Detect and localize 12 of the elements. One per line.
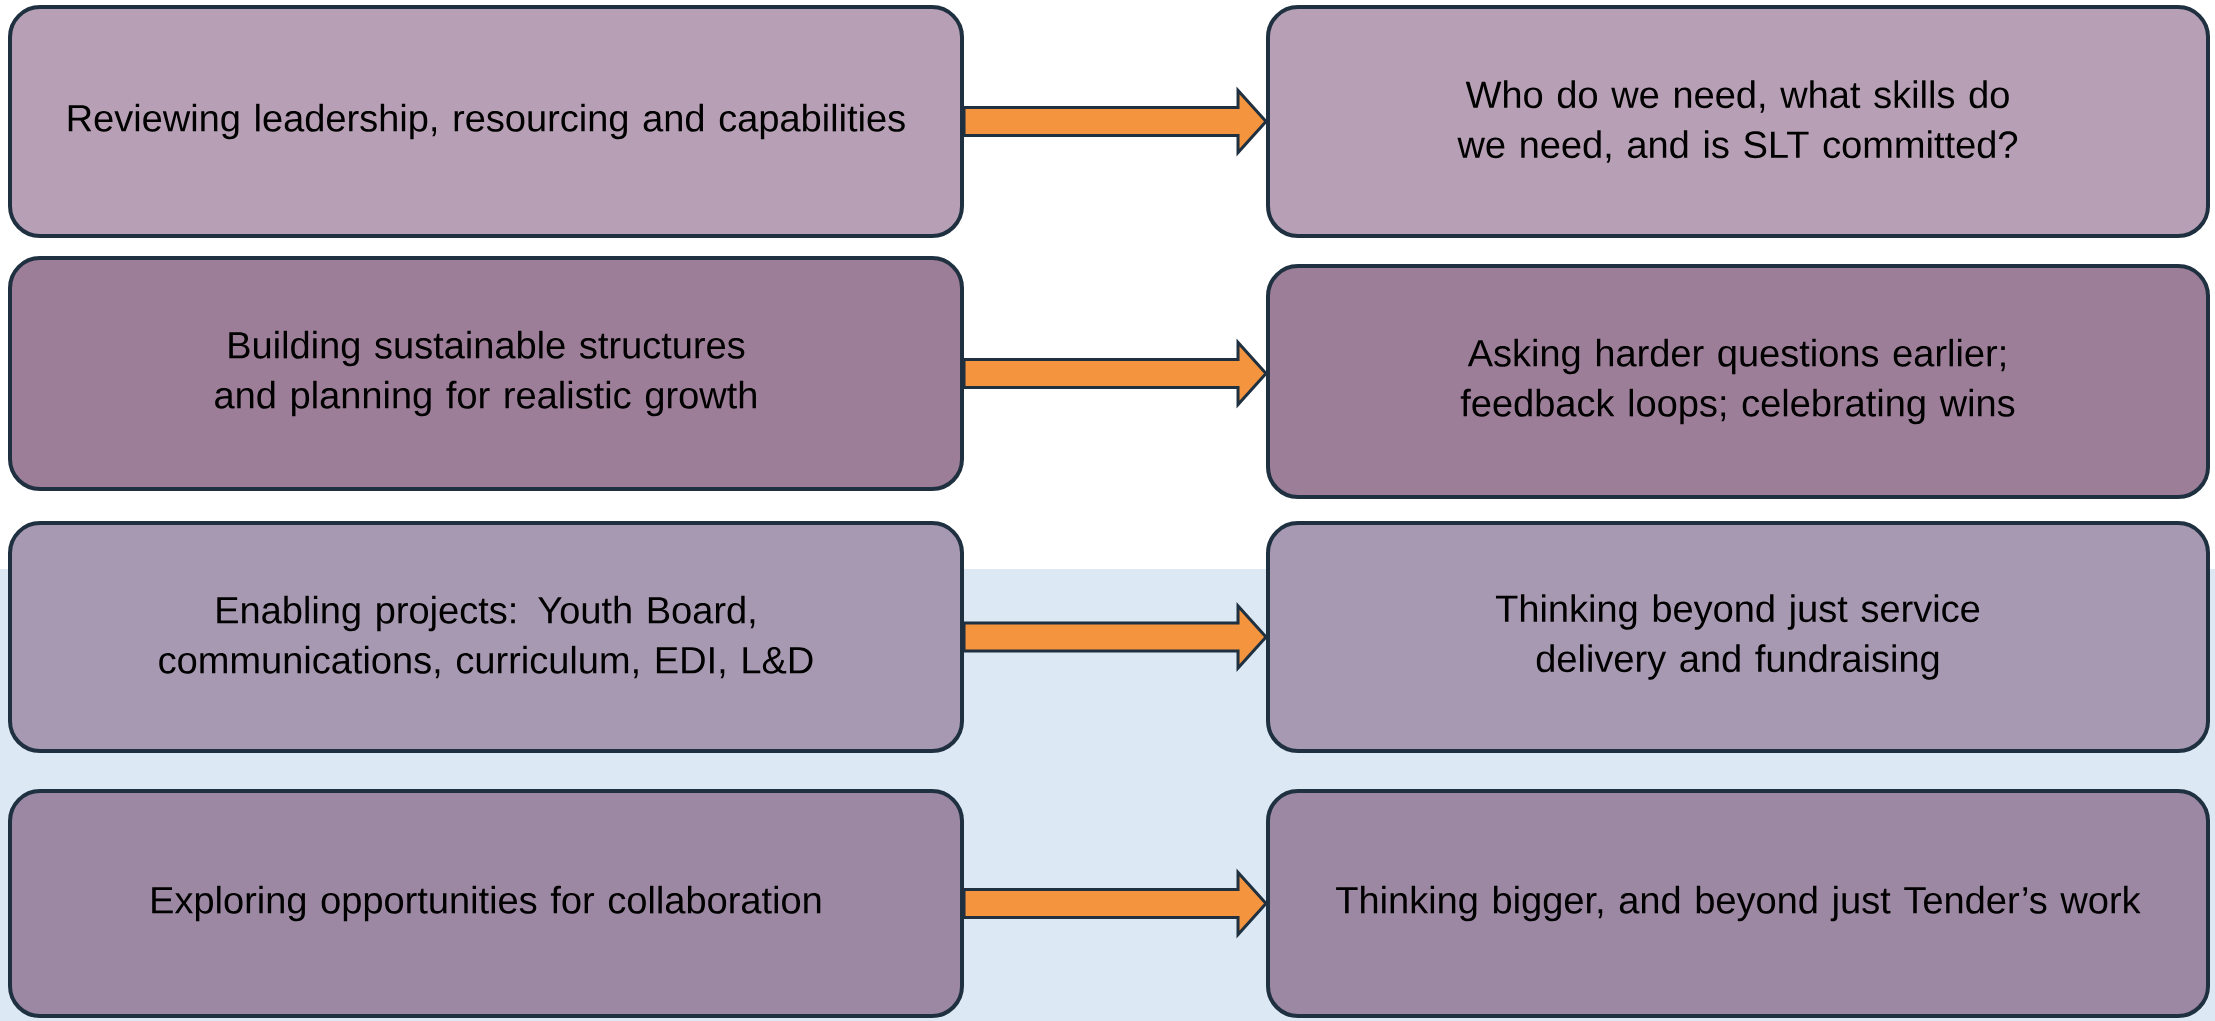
block-arrow [962, 868, 1269, 939]
process-box: Who do we need, what skills do we need, and is SLT committed? [1266, 5, 2211, 238]
process-box: Reviewing leadership, resourcing and capabilities [8, 5, 964, 238]
process-box: Asking harder questions earlier; feedback loops; celebrating wins [1266, 264, 2211, 499]
block-arrow [962, 338, 1269, 409]
process-box: Thinking bigger, and beyond just Tender’s work [1266, 789, 2211, 1018]
process-box: Enabling projects: Youth Board, communications, curriculum, EDI, L&D [8, 521, 964, 753]
process-box: Thinking beyond just service delivery and fundraising [1266, 521, 2211, 753]
process-box: Building sustainable structures and planning for realistic growth [8, 256, 964, 491]
block-arrow [962, 602, 1269, 672]
process-box: Exploring opportunities for collaboration [8, 789, 964, 1018]
block-arrow [962, 86, 1269, 157]
